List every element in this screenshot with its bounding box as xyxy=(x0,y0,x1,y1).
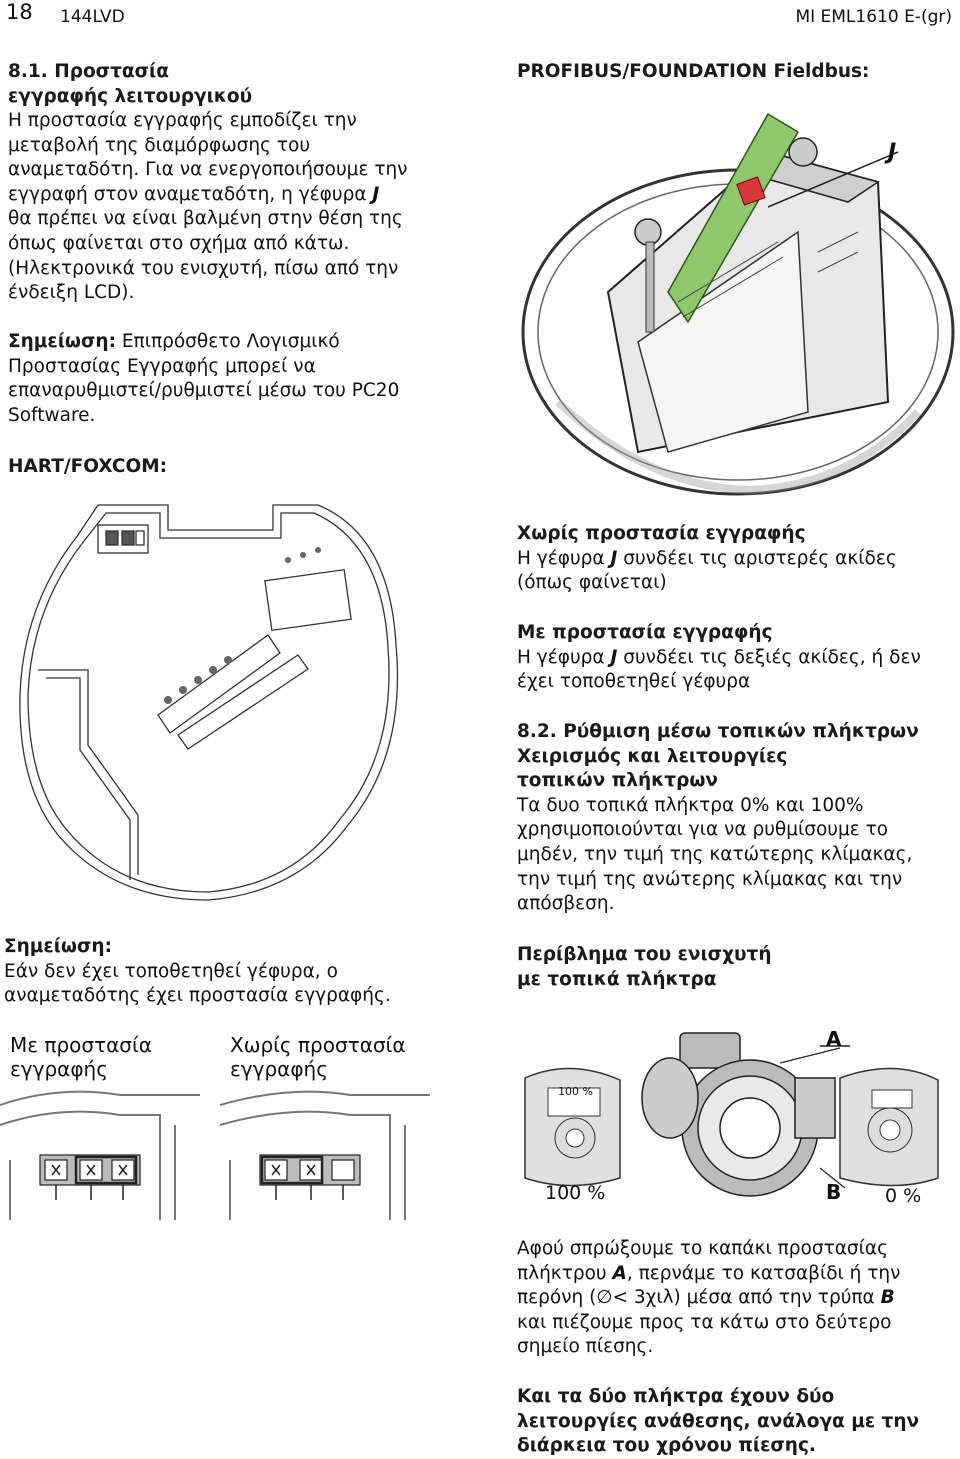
section-8-2-sub: Χειρισμός και λειτουργίες xyxy=(517,745,788,767)
page-number: 18 xyxy=(6,0,33,24)
s81-line: ένδειξη LCD). xyxy=(8,282,135,304)
note-1-line: επαναρυθμιστεί/ρυθμιστεί μέσω του PC20 xyxy=(8,380,400,402)
profibus-label: PROFIBUS/FOUNDATION Fieldbus: xyxy=(517,61,870,82)
text: έχει τοποθετηθεί γέφυρα xyxy=(517,671,751,693)
bridge-letter: J xyxy=(372,183,380,205)
text: (όπως φαίνεται) xyxy=(517,572,667,594)
fig-label-0: 0 % xyxy=(885,1185,922,1207)
s82-line: χρησιμοποιούνται για να ρυθμίσουμε το xyxy=(517,819,889,841)
caption-with-protection: Με προστασία εγγραφής xyxy=(10,1033,152,1081)
header-left-code: 144LVD xyxy=(60,7,125,27)
hart-label: HART/FOXCOM: xyxy=(8,456,168,477)
hart-board-figure xyxy=(19,504,399,901)
s81-line: θα πρέπει να είναι βαλμένη στην θέση της xyxy=(8,208,403,230)
note-1: Σημείωση: Επιπρόσθετο Λογισμικό Προστασί… xyxy=(8,330,448,428)
s81-line: όπως φαίνεται στο σχήμα από κάτω. xyxy=(8,232,350,254)
bridge-letter: J xyxy=(610,547,618,569)
fig-label-b: B xyxy=(826,1180,842,1204)
note-2: Σημείωση: Εάν δεν έχει τοποθετηθεί γέφυρ… xyxy=(4,935,444,1009)
note-2-label: Σημείωση: xyxy=(4,936,112,957)
s81-line: μεταβολή της διαμόρφωσης του xyxy=(8,134,311,156)
s81-line: Η προστασία εγγραφής εμποδίζει την xyxy=(8,110,357,131)
protection-block: Με προστασία εγγραφής Η γέφυρα J συνδέει… xyxy=(517,621,960,695)
text: Η γέφυρα xyxy=(517,547,611,569)
note-1-line: Προστασίας Εγγραφής μπορεί να xyxy=(8,355,316,377)
letter-a: A xyxy=(612,1262,627,1284)
text: συνδέει τις δεξιές ακίδες, ή δεν xyxy=(617,646,921,668)
s81-line: αναμεταδότη. Για να ενεργοποιήσουμε την xyxy=(8,159,408,181)
text: συνδέει τις αριστερές ακίδες xyxy=(617,547,897,569)
no-protection-block: Χωρίς προστασία εγγραφής Η γέφυρα J συνδ… xyxy=(517,522,957,596)
profibus-figure xyxy=(521,112,955,496)
text: , περνάμε το κατσαβίδι ή την xyxy=(626,1262,901,1284)
s81-line: (Ηλεκτρονικά του ενισχυτή, πίσω από την xyxy=(8,257,399,279)
bridge-letter: J xyxy=(610,646,618,668)
fig-label-j: J xyxy=(888,140,897,165)
caption-line: Με προστασία xyxy=(10,1033,152,1057)
housing-title-line: Περίβλημα του ενισχυτή xyxy=(517,944,772,965)
section-8-1-title-line2: εγγραφής λειτουργικού xyxy=(8,85,253,107)
housing-title: Περίβλημα του ενισχυτή με τοπικά πλήκτρα xyxy=(517,943,771,992)
header-right-code: MI EML1610 E-(gr) xyxy=(795,7,952,27)
note-1-line: Software. xyxy=(8,404,96,426)
section-8-1-title: 8.1. Προστασία εγγραφής λειτουργικού xyxy=(8,60,252,109)
text: < 3χιλ) μέσα από την τρύπα xyxy=(612,1287,881,1309)
s82-line: απόσβεση. xyxy=(517,893,615,915)
final-note-line: Και τα δύο πλήκτρα έχουν δύο xyxy=(517,1386,835,1407)
section-8-2-sub: τοπικών πλήκτρων xyxy=(517,770,719,792)
section-8-1-body: Η προστασία εγγραφής εμποδίζει την μεταβ… xyxy=(8,109,428,306)
text: πλήκτρου xyxy=(517,1262,613,1284)
protection-title: Με προστασία εγγραφής xyxy=(517,622,773,643)
final-note-line: διάρκεια του χρόνου πίεσης. xyxy=(517,1435,816,1457)
section-8-2-title: 8.2. Ρύθμιση μέσω τοπικών πλήκτρων xyxy=(517,721,919,742)
housing-figure xyxy=(524,1032,939,1197)
s81-line: εγγραφή στον αναμεταδότη, η γέφυρα J xyxy=(8,183,380,205)
bridge-position-figures xyxy=(0,1090,430,1220)
final-note-line: λειτουργίες ανάθεσης, ανάλογα με την xyxy=(517,1410,920,1432)
caption-without-protection: Χωρίς προστασία εγγραφής xyxy=(230,1033,406,1081)
note-1-label: Σημείωση: xyxy=(8,331,116,352)
fig-label-100: 100 % xyxy=(545,1182,606,1204)
s82-line: την τιμή της ανώτερης κλίμακας και την xyxy=(517,868,903,890)
text: Αφού σπρώξουμε το καπάκι προστασίας xyxy=(517,1238,888,1259)
section-8-1-title-line1: 8.1. Προστασία xyxy=(8,61,169,82)
fig-label-a: A xyxy=(826,1027,842,1051)
housing-title-line: με τοπικά πλήκτρα xyxy=(517,968,717,990)
text: και πιέζουμε προς τα κάτω στο δεύτερο xyxy=(517,1311,892,1333)
note-1-line: Επιπρόσθετο Λογισμικό xyxy=(115,331,340,352)
text: περόνη ( xyxy=(517,1287,597,1309)
caption-line: εγγραφής xyxy=(10,1057,108,1081)
note-2-line: αναμεταδότης έχει προστασία εγγραφής. xyxy=(4,985,391,1007)
letter-b: B xyxy=(880,1287,895,1309)
fig-label-100-small: 100 % xyxy=(558,1085,593,1098)
procedure-text: Αφού σπρώξουμε το καπάκι προστασίας πλήκ… xyxy=(517,1237,957,1360)
section-8-2: 8.2. Ρύθμιση μέσω τοπικών πλήκτρων Χειρι… xyxy=(517,720,957,917)
s82-line: Τα δυο τοπικά πλήκτρα 0% και 100% xyxy=(517,794,864,816)
diameter-symbol: ∅ xyxy=(596,1287,613,1309)
caption-line: εγγραφής xyxy=(230,1057,328,1081)
text: σημείο πίεσης. xyxy=(517,1336,654,1358)
s82-line: μηδέν, την τιμή της κατώτερης κλίμακας, xyxy=(517,843,913,865)
final-note: Και τα δύο πλήκτρα έχουν δύο λειτουργίες… xyxy=(517,1385,957,1459)
caption-line: Χωρίς προστασία xyxy=(230,1033,406,1057)
no-protection-title: Χωρίς προστασία εγγραφής xyxy=(517,523,806,544)
text: Η γέφυρα xyxy=(517,646,611,668)
note-2-line: Εάν δεν έχει τοποθετηθεί γέφυρα, ο xyxy=(4,960,338,982)
